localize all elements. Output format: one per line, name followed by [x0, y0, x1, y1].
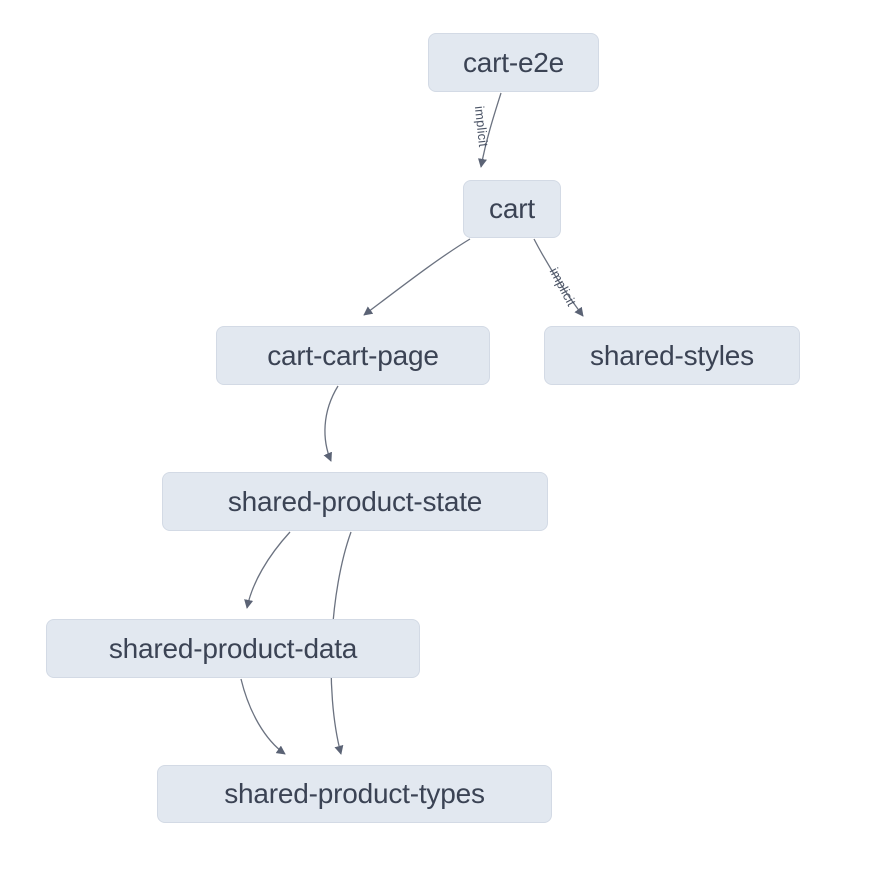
node-label: cart-e2e	[462, 46, 565, 78]
edge-label-implicit-1: implicit	[472, 105, 491, 148]
edge-shared-product-data-to-shared-product-types	[240, 678, 286, 755]
edge-label-implicit-2: implicit	[547, 265, 580, 309]
edge-cart-e2e-to-cart: implicit	[472, 92, 502, 168]
edge-path	[478, 92, 502, 168]
edge-path	[323, 385, 339, 462]
node-label: shared-styles	[590, 339, 754, 371]
edge-cart-to-shared-styles: implicit	[533, 238, 584, 317]
edge-cart-to-cart-cart-page	[363, 238, 471, 316]
node-shared-styles[interactable]: shared-styles	[544, 326, 800, 385]
node-cart-e2e[interactable]: cart-e2e	[428, 33, 599, 92]
node-label: shared-product-types	[224, 778, 485, 809]
edge-cart-cart-page-to-shared-product-state	[323, 385, 339, 462]
edge-shared-product-state-to-shared-product-data	[244, 531, 291, 609]
node-cart[interactable]: cart	[463, 180, 561, 238]
node-label: cart-cart-page	[267, 339, 439, 371]
edge-path	[244, 531, 291, 609]
edge-path	[240, 678, 286, 755]
edge-path	[363, 238, 471, 316]
node-cart-cart-page[interactable]: cart-cart-page	[216, 326, 490, 385]
node-shared-product-state[interactable]: shared-product-state	[162, 472, 548, 531]
node-label: shared-product-data	[108, 632, 358, 664]
node-shared-product-types[interactable]: shared-product-types	[157, 765, 552, 823]
node-label: cart	[489, 193, 535, 224]
node-shared-product-data[interactable]: shared-product-data	[46, 619, 420, 678]
edge-path	[533, 238, 584, 317]
node-label: shared-product-state	[227, 485, 483, 517]
